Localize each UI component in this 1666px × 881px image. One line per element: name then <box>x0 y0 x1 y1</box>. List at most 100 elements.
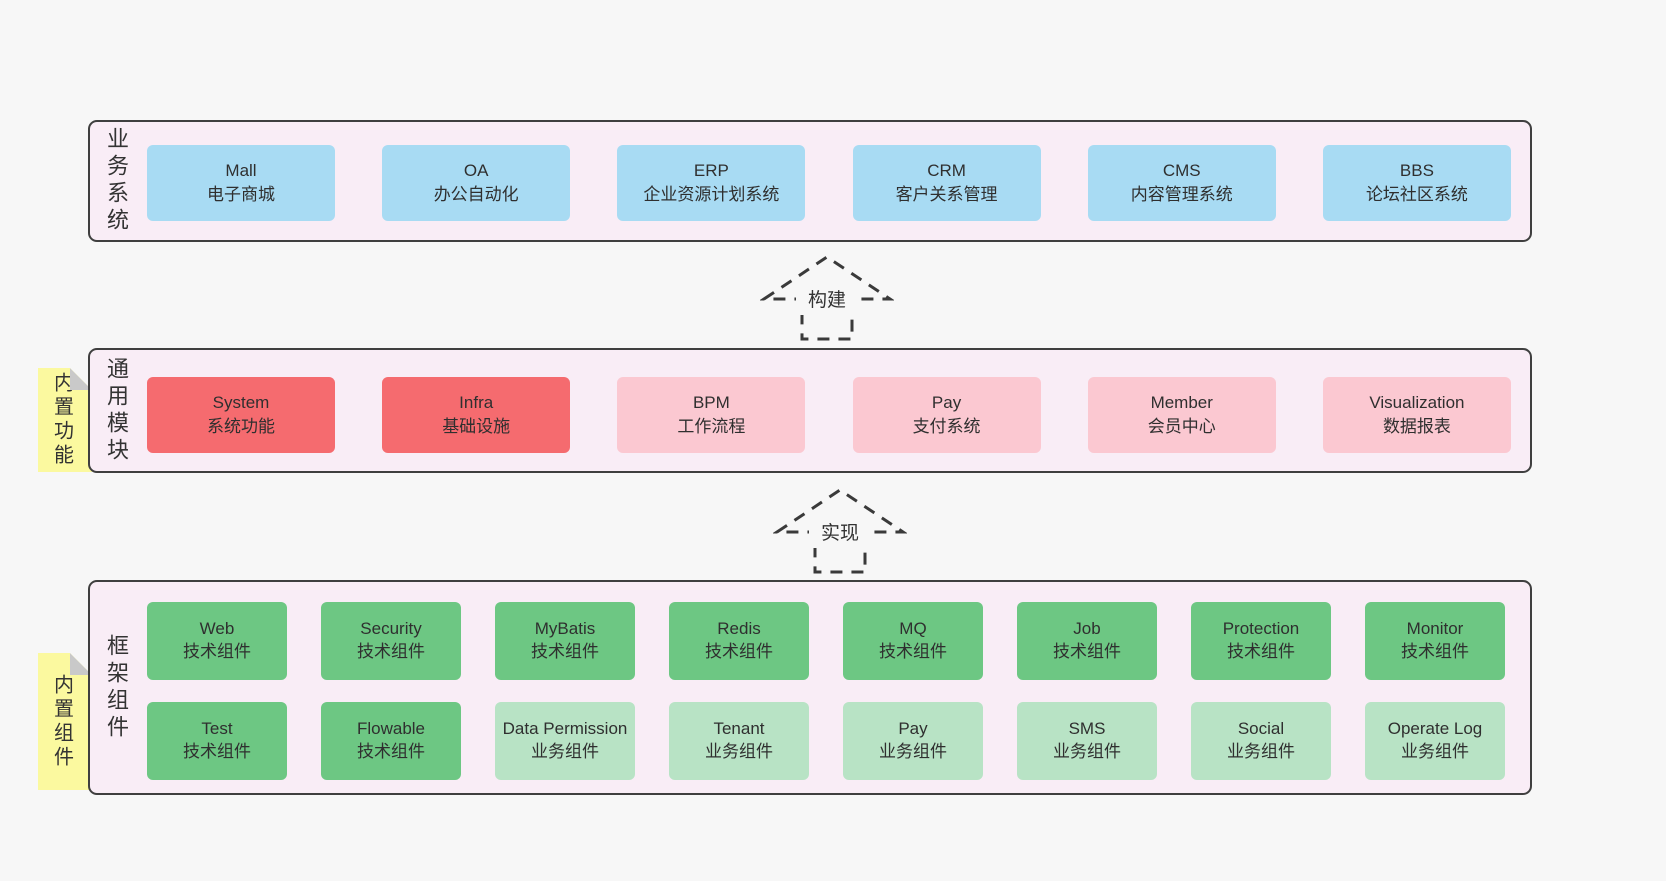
components-box-row-1: Web 技术组件 Security 技术组件 MyBatis 技术组件 Redi… <box>147 602 1505 680</box>
box-subtitle: 技术组件 <box>1227 642 1295 661</box>
box-title: Data Permission <box>502 719 628 739</box>
arrow-label-backdrop <box>809 516 871 548</box>
box-subtitle: 技术组件 <box>705 642 773 661</box>
component-box: Security 技术组件 <box>321 602 461 680</box>
box-title: BPM <box>692 392 730 412</box>
box-subtitle: 技术组件 <box>183 642 251 661</box>
module-box: Pay 支付系统 <box>852 377 1041 453</box>
component-box: MQ 技术组件 <box>843 602 983 680</box>
component-box: Social 业务组件 <box>1191 702 1331 780</box>
tag-builtin-features: 内置功能 <box>38 368 92 472</box>
box-title: Monitor <box>1406 619 1464 639</box>
box-title: Social <box>1237 719 1285 739</box>
box-title: Job <box>1073 619 1101 639</box>
box-subtitle: 支付系统 <box>912 417 981 436</box>
component-box: Monitor 技术组件 <box>1365 602 1505 680</box>
arrow-label-backdrop <box>796 283 858 315</box>
module-box: Infra 基础设施 <box>382 377 571 453</box>
business-box-row: Mall 电子商城 OA 办公自动化 ERP 企业资源计划系统 CRM 客户关系… <box>147 145 1511 221</box>
up-arrow-icon <box>773 488 907 574</box>
component-box: Pay 业务组件 <box>843 702 983 780</box>
box-title: Infra <box>459 392 494 412</box>
box-subtitle: 企业资源计划系统 <box>643 185 780 204</box>
box-subtitle: 系统功能 <box>207 417 275 436</box>
component-box: Tenant 业务组件 <box>669 702 809 780</box>
panel-framework-components: 框架组件 Web 技术组件 Security 技术组件 MyBatis 技术组件 <box>88 580 1532 795</box>
box-title: SMS <box>1068 719 1106 739</box>
box-subtitle: 业务组件 <box>705 742 773 761</box>
box-title: Test <box>201 719 233 739</box>
box-subtitle: 技术组件 <box>1401 642 1469 661</box>
box-title: Visualization <box>1369 392 1465 412</box>
box-title: Redis <box>717 619 761 639</box>
component-box: Data Permission 业务组件 <box>495 702 635 780</box>
business-system-box: CMS 内容管理系统 <box>1087 145 1276 221</box>
box-title: Security <box>360 619 422 639</box>
component-box: Test 技术组件 <box>147 702 287 780</box>
box-subtitle: 工作流程 <box>677 417 746 436</box>
panel-business-systems: 业务系统 Mall 电子商城 OA 办公自动化 ERP 企业资源计划系统 <box>88 120 1532 242</box>
business-system-box: CRM 客户关系管理 <box>852 145 1041 221</box>
business-system-box: BBS 论坛社区系统 <box>1322 145 1511 221</box>
box-title: Pay <box>931 392 962 412</box>
box-title: Protection <box>1222 619 1300 639</box>
box-subtitle: 技术组件 <box>357 642 425 661</box>
module-box: Visualization 数据报表 <box>1322 377 1511 453</box>
box-title: System <box>212 392 270 412</box>
business-system-box: ERP 企业资源计划系统 <box>617 145 806 221</box>
component-box: Job 技术组件 <box>1017 602 1157 680</box>
box-title: Member <box>1150 392 1213 412</box>
component-box: Flowable 技术组件 <box>321 702 461 780</box>
components-box-row-2: Test 技术组件 Flowable 技术组件 Data Permission … <box>147 702 1505 780</box>
business-system-box: OA 办公自动化 <box>382 145 571 221</box>
box-subtitle: 数据报表 <box>1382 417 1451 436</box>
box-subtitle: 业务组件 <box>1401 742 1469 761</box>
box-subtitle: 技术组件 <box>879 642 947 661</box>
module-box: BPM 工作流程 <box>617 377 806 453</box>
module-box: System 系统功能 <box>147 377 335 453</box>
box-subtitle: 基础设施 <box>442 417 511 436</box>
box-title: Pay <box>898 719 928 739</box>
component-box: Web 技术组件 <box>147 602 287 680</box>
box-subtitle: 业务组件 <box>1227 742 1295 761</box>
box-subtitle: 技术组件 <box>1053 642 1121 661</box>
box-title: CRM <box>927 160 966 180</box>
module-box: Member 会员中心 <box>1087 377 1276 453</box>
box-subtitle: 论坛社区系统 <box>1365 185 1468 204</box>
box-subtitle: 技术组件 <box>183 742 251 761</box>
tag-label: 内置组件 <box>50 673 73 770</box>
box-title: OA <box>463 160 489 180</box>
box-title: Flowable <box>356 719 426 739</box>
up-arrow-icon <box>760 255 894 341</box>
layer-label-components: 框架组件 <box>104 633 129 742</box>
arrow-build: 构建 <box>760 255 894 341</box>
box-subtitle: 客户关系管理 <box>895 185 998 204</box>
box-title: ERP <box>693 160 729 180</box>
box-title: Operate Log <box>1387 719 1483 739</box>
box-subtitle: 内容管理系统 <box>1130 185 1233 204</box>
box-subtitle: 办公自动化 <box>433 185 519 204</box>
box-title: MQ <box>899 619 927 639</box>
modules-box-row: System 系统功能 Infra 基础设施 BPM 工作流程 Pay 支付系统 <box>147 377 1511 453</box>
component-box: Operate Log 业务组件 <box>1365 702 1505 780</box>
box-title: MyBatis <box>534 619 596 639</box>
panel-common-modules: 通用模块 System 系统功能 Infra 基础设施 BPM 工作流程 <box>88 348 1532 473</box>
box-subtitle: 电子商城 <box>207 185 275 204</box>
box-subtitle: 技术组件 <box>531 642 599 661</box>
box-title: Tenant <box>713 719 765 739</box>
component-box: SMS 业务组件 <box>1017 702 1157 780</box>
box-title: CMS <box>1162 160 1201 180</box>
component-box: Protection 技术组件 <box>1191 602 1331 680</box>
layer-label-modules: 通用模块 <box>104 356 129 465</box>
box-subtitle: 业务组件 <box>531 742 599 761</box>
box-subtitle: 业务组件 <box>879 742 947 761</box>
box-title: BBS <box>1399 160 1434 180</box>
tag-builtin-components: 内置组件 <box>38 653 92 790</box>
arrow-label: 实现 <box>821 522 859 544</box>
layer-label-business: 业务系统 <box>104 127 129 235</box>
arrow-label: 构建 <box>808 289 846 311</box>
box-subtitle: 会员中心 <box>1147 417 1216 436</box>
business-system-box: Mall 电子商城 <box>147 145 335 221</box>
arrow-implement: 实现 <box>773 488 907 574</box>
